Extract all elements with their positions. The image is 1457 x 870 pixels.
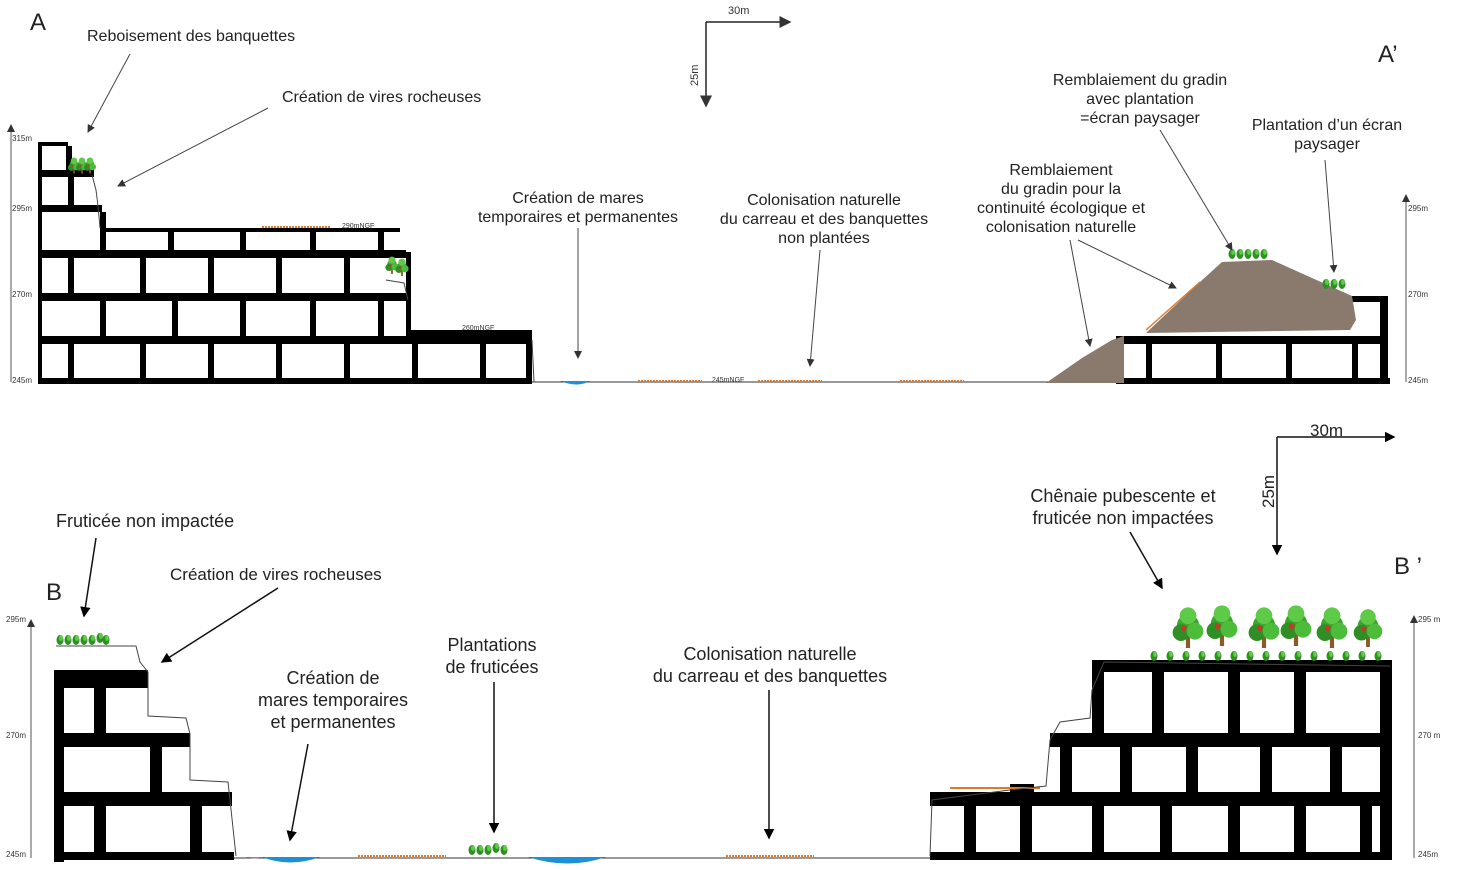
axis-tick: 245m (6, 850, 26, 859)
section-a-floor: 245mNGF (532, 377, 1050, 385)
label-mares-3: et permanentes (270, 712, 395, 732)
level-middle: 260mNGF (462, 325, 494, 332)
section-b-start-label: B (46, 579, 62, 606)
section-a-left-axis: 315m 295m 270m 245m (7, 124, 32, 385)
label-vires: Création de vires rocheuses (170, 565, 382, 584)
label-remblaiement-4: colonisation naturelle (986, 219, 1136, 236)
label-reboisement: Reboisement des banquettes (87, 28, 295, 45)
label-colonisation-1: Colonisation naturelle (747, 192, 901, 209)
label-gradin-2: avec plantation (1086, 91, 1194, 108)
axis-tick: 295m (6, 615, 26, 624)
axis-tick: 295m (1408, 204, 1428, 213)
section-a-end-label: A’ (1378, 41, 1398, 68)
label-remblaiement-1: Remblaiement (1009, 162, 1113, 179)
backfill-slope (1046, 336, 1124, 383)
section-a: A A’ 30m 25m 315m 295m 270m 245m 295m 27… (7, 5, 1428, 385)
scale-horizontal: 30m (728, 5, 749, 17)
section-a-right-axis: 295m 270m 245m (1402, 194, 1428, 385)
section-b-vegetation (56, 605, 1383, 855)
section-b: B B ’ 30m 25m 295m 270m 245m 295 m 270 m… (6, 421, 1441, 864)
scale-vertical: 25m (1259, 475, 1278, 508)
axis-tick: 295m (12, 204, 32, 213)
label-ecran-1: Plantation d’un écran (1252, 117, 1402, 134)
section-a-trees (67, 157, 1346, 289)
label-remblaiement-3: continuité écologique et (977, 200, 1146, 217)
label-colonisation-2: du carreau et des banquettes (653, 666, 887, 686)
axis-tick: 245m (12, 376, 32, 385)
axis-tick: 315m (12, 134, 32, 143)
section-b-floor (234, 855, 930, 864)
section-b-left-axis: 295m 270m 245m (6, 615, 35, 859)
axis-tick: 245m (1408, 376, 1428, 385)
label-colonisation-2: du carreau et des banquettes (720, 211, 928, 228)
pond (528, 857, 606, 864)
section-a-scale-bar: 30m 25m (689, 5, 792, 108)
axis-tick: 295 m (1418, 615, 1441, 624)
axis-tick: 245m (1418, 850, 1438, 859)
label-chenaie-1: Chênaie pubescente et (1030, 486, 1215, 506)
label-mares-1: Création de mares (512, 190, 644, 207)
scale-horizontal: 30m (1310, 421, 1343, 440)
label-fruticee: Fruticée non impactée (56, 511, 234, 531)
label-gradin-1: Remblaiement du gradin (1053, 72, 1227, 89)
section-b-right-axis: 295 m 270 m 245m (1410, 615, 1441, 859)
section-a-start-label: A (30, 9, 46, 36)
label-chenaie-2: fruticée non impactées (1032, 508, 1213, 528)
section-b-scale-bar: 30m 25m (1259, 421, 1396, 556)
label-ecran-2: paysager (1294, 136, 1360, 153)
label-remblaiement-2: du gradin pour la (1001, 181, 1121, 198)
label-mares-1: Création de (286, 668, 379, 688)
label-colonisation-1: Colonisation naturelle (683, 644, 856, 664)
section-a-left-wall (38, 142, 535, 384)
section-b-annotations: Fruticée non impactée Création de vires … (56, 486, 1216, 842)
axis-tick: 270 m (1418, 731, 1441, 740)
label-mares-2: mares temporaires (258, 690, 408, 710)
backfill-mound (1146, 260, 1356, 333)
section-a-annotations: Reboisement des banquettes Création de v… (87, 28, 1402, 367)
axis-tick: 270m (6, 731, 26, 740)
label-colonisation-3: non plantées (778, 230, 870, 247)
section-a-right-wall (1046, 260, 1390, 384)
section-b-left-wall (54, 645, 237, 862)
label-vires: Création de vires rocheuses (282, 89, 481, 106)
section-b-right-wall (929, 660, 1392, 860)
level-upper: 290mNGF (342, 223, 374, 230)
section-b-end-label: B ’ (1394, 553, 1422, 580)
label-plantations-1: Plantations (447, 635, 536, 655)
label-plantations-2: de fruticées (445, 657, 538, 677)
axis-tick: 270m (12, 290, 32, 299)
label-mares-2: temporaires et permanentes (478, 209, 678, 226)
label-gradin-3: =écran paysager (1080, 110, 1200, 127)
pond (560, 381, 590, 385)
level-floor: 245mNGF (712, 377, 744, 384)
axis-tick: 270m (1408, 290, 1428, 299)
pond (262, 857, 320, 863)
scale-vertical: 25m (689, 65, 701, 86)
